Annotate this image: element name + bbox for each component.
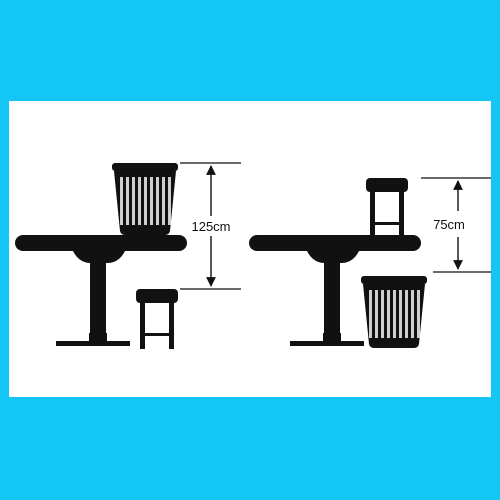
stool-icon — [366, 178, 408, 238]
illustration-panel: 125cm 75cm — [9, 101, 491, 397]
comparison-illustration: 125cm 75cm — [15, 162, 491, 349]
height-dimension: 125cm — [180, 162, 241, 290]
height-label: 125cm — [191, 219, 230, 234]
wastebasket-icon — [361, 276, 427, 348]
wastebasket-icon — [112, 163, 178, 235]
left-scene: 125cm — [15, 162, 241, 349]
right-scene: 75cm — [249, 177, 491, 348]
stool-icon — [136, 289, 178, 349]
height-label: 75cm — [433, 217, 465, 232]
height-dimension: 75cm — [421, 177, 491, 273]
